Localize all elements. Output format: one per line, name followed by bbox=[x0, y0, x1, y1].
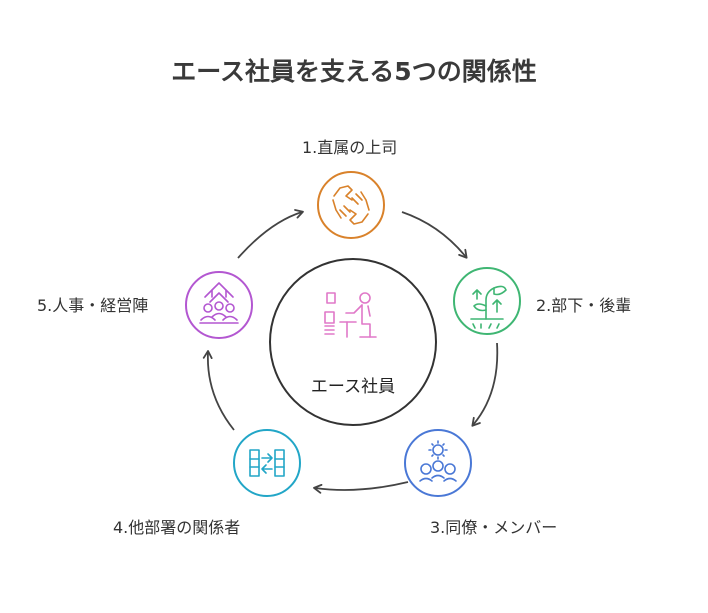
exchange-arrows-icon bbox=[249, 449, 285, 477]
node-label-boss: 1.直属の上司 bbox=[302, 138, 398, 157]
group-growth-icon bbox=[199, 282, 239, 324]
node-label-hr: 5.人事・経営陣 bbox=[37, 296, 149, 315]
handshake-icon bbox=[332, 185, 370, 225]
growing-plant-icon bbox=[470, 285, 507, 329]
center-circle bbox=[269, 258, 437, 426]
node-circle-juniors bbox=[453, 267, 521, 335]
team-gear-icon bbox=[419, 440, 457, 482]
node-label-other-dept: 4.他部署の関係者 bbox=[113, 518, 241, 537]
node-circle-boss bbox=[317, 171, 385, 239]
arrow-hr-to-boss bbox=[237, 209, 304, 259]
page-title: エース社員を支える5つの関係性 bbox=[171, 57, 537, 86]
node-label-peers: 3.同僚・メンバー bbox=[430, 518, 558, 537]
arrow-juniors-to-peers bbox=[471, 342, 499, 427]
person-at-desk-icon bbox=[324, 292, 377, 338]
center-label: エース社員 bbox=[310, 377, 396, 397]
node-circle-other-dept bbox=[233, 429, 301, 497]
arrow-boss-to-juniors bbox=[401, 211, 468, 259]
node-circle-hr bbox=[185, 271, 253, 339]
arrow-peers-to-other-dept bbox=[313, 481, 409, 494]
node-circle-peers bbox=[404, 429, 472, 497]
arrow-other-dept-to-hr bbox=[202, 350, 235, 431]
node-label-juniors: 2.部下・後輩 bbox=[536, 296, 632, 315]
